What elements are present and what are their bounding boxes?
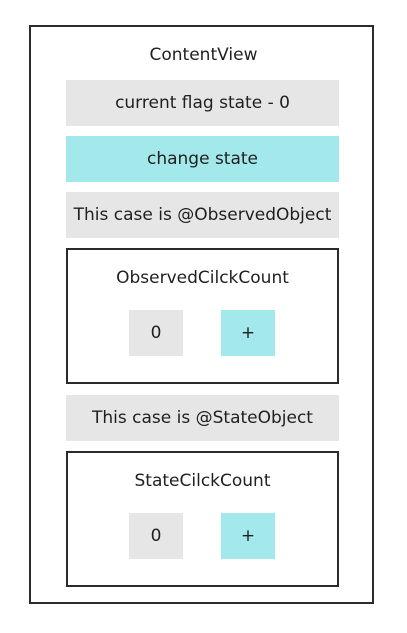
content-view-frame [29,25,374,604]
change-state-button[interactable]: change state [66,136,339,182]
content-view-title: ContentView [149,45,258,65]
observed-click-count-title: ObservedCilckCount [116,268,289,288]
observed-count-value: 0 [129,310,183,356]
state-count-value: 0 [129,513,183,559]
observed-object-caption: This case is @ObservedObject [66,192,339,238]
state-object-caption: This case is @StateObject [66,395,339,441]
observed-plus-button[interactable]: + [221,310,275,356]
state-click-count-view: StateCilckCount 0 + [66,451,339,587]
observed-click-count-view: ObservedCilckCount 0 + [66,248,339,384]
state-plus-button[interactable]: + [221,513,275,559]
state-click-count-title: StateCilckCount [134,471,271,491]
flag-state-label: current flag state - 0 [66,80,339,126]
